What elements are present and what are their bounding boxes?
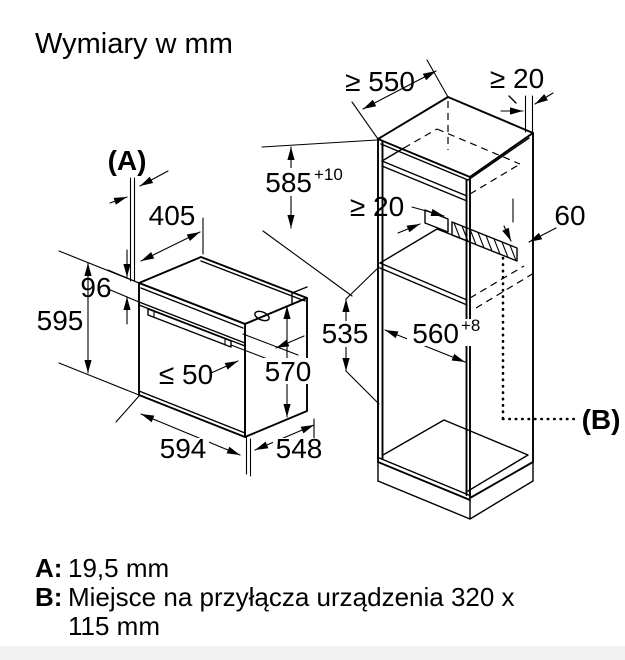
legend-a-key: A: [35, 553, 62, 583]
label-backing [257, 168, 327, 196]
cabinet-upper-shelf [381, 128, 521, 202]
label-backing [321, 321, 369, 347]
legend-a-value: 19,5 mm [68, 553, 169, 583]
dim-oven-panel-height: 96 [80, 272, 111, 303]
dim-oven-handle-clearance: ≤ 50 [159, 359, 213, 390]
label-backing [273, 438, 325, 462]
dim-oven-top-depth: 405 [149, 200, 196, 231]
bottom-divider [0, 646, 625, 660]
dim-oven-height: 595 [37, 305, 84, 336]
dim-cabinet-niche-height: 585 [265, 167, 312, 198]
label-backing [157, 438, 209, 462]
legend: A: 19,5 mm B: Miejsce na przyłącza urząd… [35, 553, 515, 641]
dim-cabinet-niche-height-tolerance: +10 [314, 165, 343, 184]
cabinet-frame-inner [377, 95, 534, 520]
vent-cutout-hatch [424, 209, 518, 262]
oven-dimensions: (A) 405 96 595 ≤ 50 570 594 548 [37, 145, 325, 477]
dim-cabinet-lower-height: 535 [322, 318, 369, 349]
dim-cabinet-rear-top-gap: ≥ 20 [490, 63, 544, 94]
oven-door-handle [147, 308, 232, 348]
label-backing [407, 319, 483, 346]
dim-cabinet-niche-width-tolerance: +8 [461, 316, 480, 335]
dim-cabinet-min-depth: ≥ 550 [345, 66, 415, 97]
dim-oven-depth: 548 [276, 433, 323, 464]
dim-vent-cutout-depth: ≥ 20 [350, 191, 404, 222]
oven-drawing [138, 256, 308, 438]
label-backing [264, 358, 312, 384]
cabinet-drawing [377, 95, 579, 520]
dim-vent-cutout-height: 60 [554, 200, 585, 231]
dim-cabinet-niche-width: 560 [412, 318, 459, 349]
legend-b-value-line1: Miejsce na przyłącza urządzenia 320 x [68, 582, 515, 612]
dim-connection-area-label: (B) [582, 404, 621, 435]
dim-oven-body-height: 570 [265, 356, 312, 387]
legend-b-value-line2: 115 mm [68, 611, 160, 641]
cabinet-dimensions: ≥ 550 ≥ 20 585 +10 ≥ 20 60 535 560 +8 (B… [257, 59, 621, 435]
legend-b-key: B: [35, 582, 62, 612]
page-title: Wymiary w mm [35, 28, 233, 60]
dim-oven-front-overhang: (A) [108, 145, 147, 176]
dim-oven-width: 594 [160, 433, 207, 464]
